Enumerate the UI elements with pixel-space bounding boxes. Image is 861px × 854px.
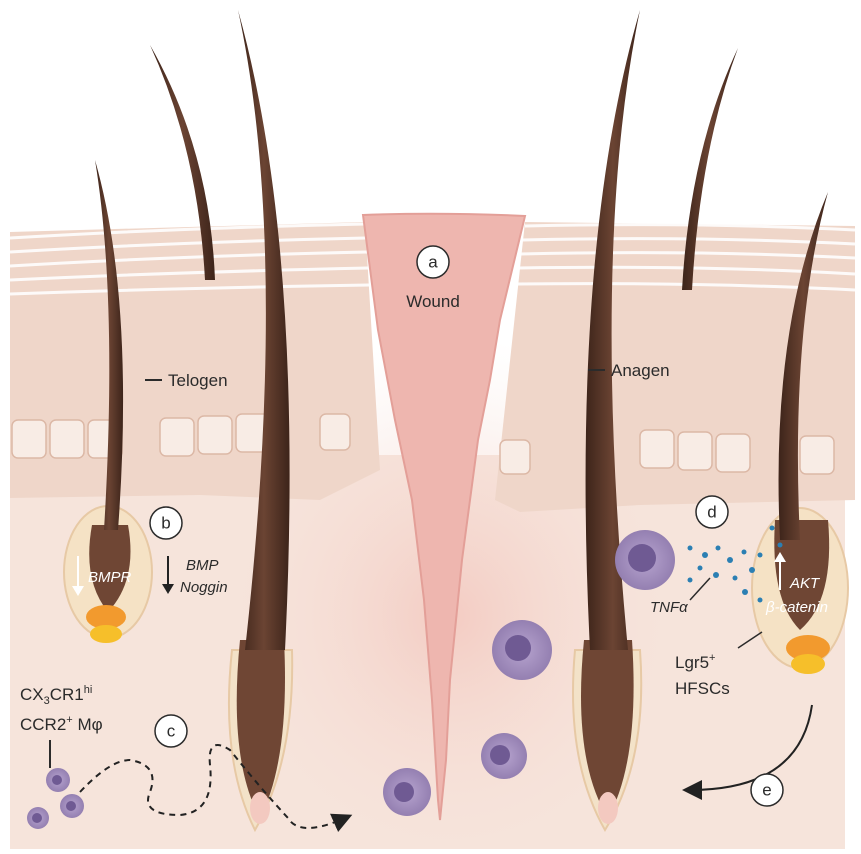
svg-text:b: b — [161, 514, 170, 533]
macrophage-small-2 — [60, 794, 84, 818]
macrophage-wound-3 — [383, 768, 431, 816]
bmp-label: BMP — [186, 557, 219, 574]
noggin-label: Noggin — [180, 579, 228, 596]
badge-b: b — [150, 507, 182, 539]
macrophage-wound-1 — [492, 620, 552, 680]
badge-e: e — [751, 774, 783, 806]
badge-d: d — [696, 496, 728, 528]
macrophage-near-d — [615, 530, 675, 590]
svg-text:a: a — [428, 253, 438, 272]
tnf-label: TNFα — [650, 599, 688, 616]
akt-label: AKT — [789, 575, 821, 592]
macrophage-small-3 — [27, 807, 49, 829]
cx3cr1-label: CX3CR1hi — [20, 684, 92, 707]
svg-text:d: d — [707, 503, 716, 522]
wound-label: Wound — [406, 292, 460, 311]
macrophage-wound-2 — [481, 733, 527, 779]
svg-text:e: e — [762, 781, 771, 800]
bmpr-label: BMPR — [88, 569, 132, 586]
hfscs-label: HFSCs — [675, 679, 730, 698]
anagen-label: Anagen — [611, 361, 670, 380]
badge-a: a — [417, 246, 449, 278]
beta-catenin-label: β-catenin — [765, 599, 828, 616]
telogen-label: Telogen — [168, 371, 228, 390]
badge-c: c — [155, 715, 187, 747]
ccr2-macrophage-label: CCR2+ Mφ — [20, 714, 103, 734]
macrophage-small-1 — [46, 768, 70, 792]
svg-text:c: c — [167, 722, 176, 741]
